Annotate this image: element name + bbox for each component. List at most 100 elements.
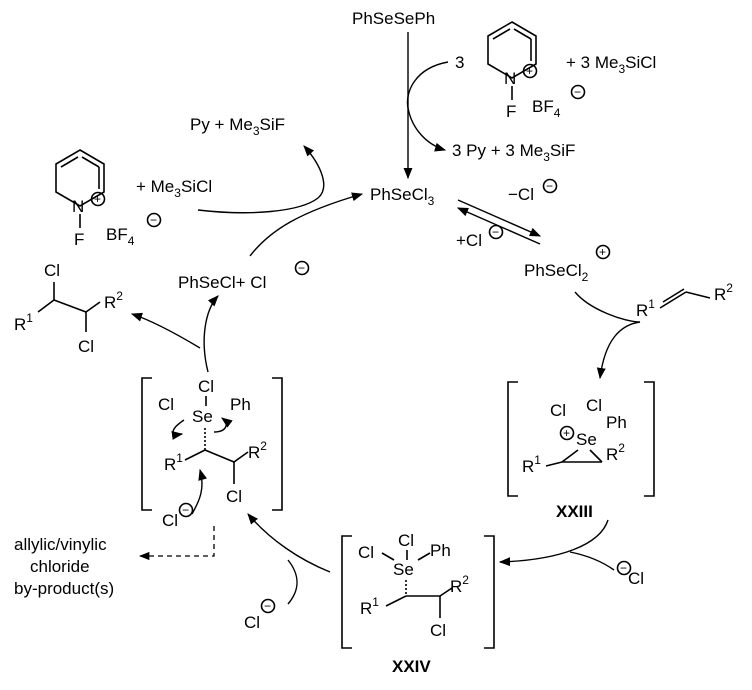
- anion-attack-arrow: [191, 468, 208, 515]
- side-product-line3: by-product(s): [14, 579, 114, 598]
- left-se: Se: [192, 407, 213, 426]
- bracket-right-xxiv: [484, 535, 495, 649]
- coeff-3: 3: [455, 53, 464, 72]
- left-r1: R1: [164, 451, 183, 474]
- xxiii-to-xxiv-arrow: [498, 519, 609, 567]
- chloride-attack-arrow-bottom: [287, 559, 298, 605]
- product-r1: R1: [14, 311, 33, 334]
- minus-sign: −: [264, 599, 271, 613]
- phsecl-plus-cl: PhSeCl+ Cl: [178, 273, 266, 292]
- fluoropyridinium-left: [55, 149, 105, 228]
- product-bonds: [37, 282, 101, 332]
- xxiii-r1: R1: [522, 453, 541, 476]
- minus-cl-label: −Cl: [508, 185, 534, 204]
- int-to-phsecl-arrow: [203, 295, 219, 373]
- positive-charge-icon: [90, 191, 106, 207]
- product-release-arrow: [130, 312, 201, 349]
- left-cl-bottom: Cl: [226, 487, 242, 506]
- side-product-dashed-arrow: [138, 526, 215, 561]
- olefin-r2: R2: [714, 281, 733, 304]
- pyridinium-n-left: N: [72, 197, 84, 216]
- negative-charge-icon: [178, 502, 194, 518]
- chloride-bottom: Cl: [244, 613, 260, 632]
- se-cl-curved-arrow: [171, 419, 185, 440]
- negative-charge-icon: [146, 212, 162, 228]
- xxiv-label: XXIV: [392, 657, 431, 676]
- fluorine-left: F: [74, 230, 84, 249]
- bracket-left-xxiv: [341, 535, 352, 649]
- bracket-right-int: [272, 377, 283, 511]
- minus-sign: −: [298, 261, 305, 275]
- xxiv-r2: R2: [450, 573, 469, 596]
- plus-3-me3sicl: + 3 Me3SiCl: [566, 53, 656, 76]
- xxiv-r1: R1: [360, 595, 379, 618]
- plus-sign: +: [94, 192, 101, 206]
- diselenide-label: PhSeSePh: [352, 9, 435, 28]
- chloride-right: Cl: [628, 569, 644, 588]
- left-bonds: [184, 396, 249, 484]
- xxiv-ph: Ph: [430, 541, 451, 560]
- plus-sign: +: [563, 426, 570, 440]
- plus-sign: +: [599, 245, 606, 259]
- negative-charge-icon: [260, 598, 276, 614]
- minus-sign: −: [620, 561, 627, 575]
- xxiii-ph: Ph: [606, 413, 627, 432]
- oxidation-arrow: [197, 145, 325, 214]
- chloride-attack-arrow: [569, 551, 615, 571]
- olefin-addition-arrow: [574, 291, 641, 380]
- product-r2: R2: [104, 289, 123, 312]
- xxiv-cl-left: Cl: [358, 543, 374, 562]
- xxiii-se: Se: [576, 430, 597, 449]
- py-me3sif: Py + Me3SiF: [190, 115, 285, 138]
- plus-me3sicl: + Me3SiCl: [136, 177, 212, 200]
- xxiv-bonds: [381, 550, 453, 618]
- minus-sign: −: [574, 85, 581, 99]
- xxiii-cl: Cl: [550, 401, 566, 420]
- bf4-left: BF4: [106, 225, 135, 248]
- xxiii-ring-bonds: [545, 449, 603, 467]
- bracket-left-int: [141, 377, 152, 511]
- minus-sign: −: [546, 179, 553, 193]
- xxiii-r2: R2: [606, 441, 625, 464]
- olefin-r1: R1: [636, 297, 655, 320]
- left-cl-top: Cl: [198, 377, 214, 396]
- equilibrium-forward-arrow: [457, 199, 542, 237]
- minus-sign: −: [182, 503, 189, 517]
- fluorine-top: F: [506, 102, 516, 121]
- side-product-line2: chloride: [30, 557, 90, 576]
- bracket-left-xxiii: [507, 381, 518, 497]
- olefin-bonds: [659, 288, 711, 309]
- left-cl-left: Cl: [158, 395, 174, 414]
- pyridinium-n-top: N: [504, 69, 516, 88]
- positive-charge-icon: [595, 244, 611, 260]
- left-r2: R2: [248, 439, 267, 462]
- three-py-me3sif: 3 Py + 3 Me3SiF: [452, 141, 575, 164]
- side-product-line1: allylic/vinylic: [14, 535, 107, 554]
- plus-cl-label: +Cl: [456, 231, 482, 250]
- xxiv-cl-top: Cl: [398, 531, 414, 550]
- xxiv-se: Se: [393, 560, 414, 579]
- negative-charge-icon: [616, 560, 632, 576]
- xxiv-cl-bottom: Cl: [430, 621, 446, 640]
- xxiv-to-left-arrow: [247, 513, 331, 573]
- negative-charge-icon: [570, 84, 586, 100]
- minus-sign: −: [492, 225, 499, 239]
- positive-charge-icon: [559, 425, 575, 441]
- phsecl-to-phsecl3-arrow: [249, 192, 364, 257]
- product-cl-top: Cl: [44, 261, 60, 280]
- left-ph: Ph: [230, 395, 251, 414]
- se-curved-arrow: [213, 417, 233, 433]
- negative-charge-icon: [488, 224, 504, 240]
- product-cl-bottom: Cl: [78, 337, 94, 356]
- bracket-right-xxiii: [644, 381, 655, 497]
- xxiii-label: XXIII: [556, 502, 593, 521]
- bf4-top: BF4: [532, 97, 561, 120]
- fluoropyridinium-top: [487, 21, 537, 100]
- left-cl-anion: Cl: [162, 511, 178, 530]
- negative-charge-icon: [294, 260, 310, 276]
- negative-charge-icon: [542, 178, 558, 194]
- xxiii-cl2: Cl: [586, 396, 602, 415]
- reagent-curved-arrow: [406, 61, 449, 152]
- plus-sign: +: [526, 64, 533, 78]
